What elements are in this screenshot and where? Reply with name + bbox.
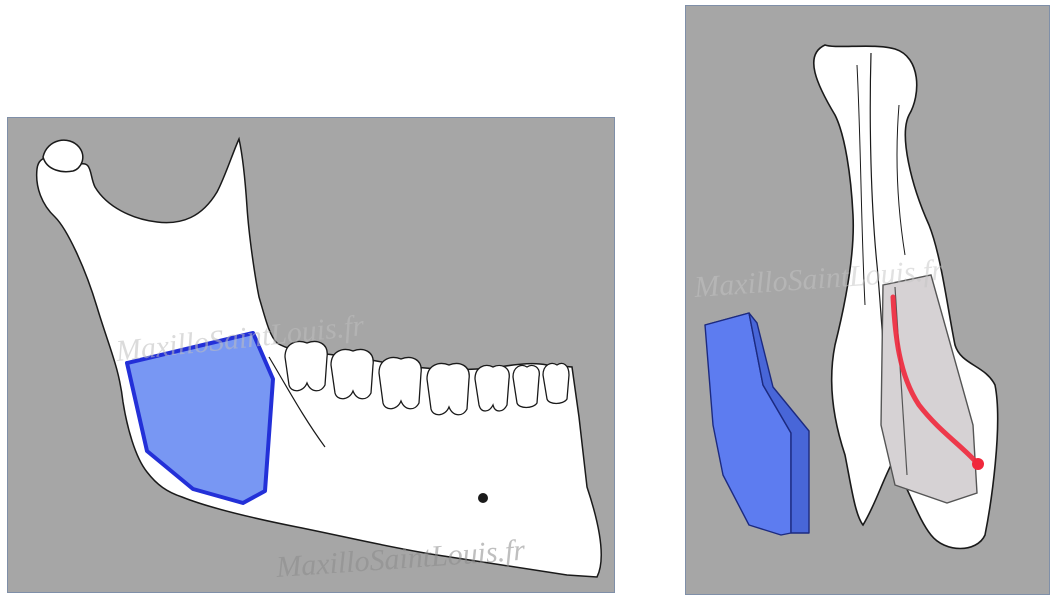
tooth xyxy=(379,358,421,409)
mandible-lateral-panel: MaxilloSaintLouis.fr MaxilloSaintLouis.f… xyxy=(7,117,615,593)
tooth xyxy=(543,363,569,403)
tooth xyxy=(427,364,469,415)
tooth xyxy=(475,366,509,412)
tooth xyxy=(513,365,539,407)
mental-foramen xyxy=(478,493,488,503)
tooth xyxy=(331,350,373,399)
mandible-section-panel: MaxilloSaintLouis.fr xyxy=(685,5,1050,595)
condyle xyxy=(43,140,83,172)
mandible-lateral-figure: MaxilloSaintLouis.fr MaxilloSaintLouis.f… xyxy=(7,117,615,593)
mandible-section-figure: MaxilloSaintLouis.fr xyxy=(685,5,1050,595)
nerve-end-dot xyxy=(972,458,984,470)
